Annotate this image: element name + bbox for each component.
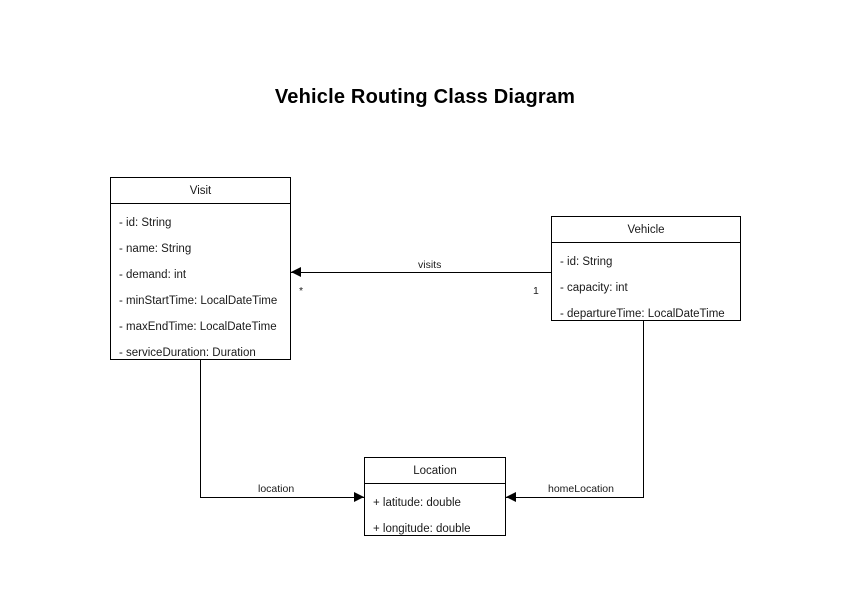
connector-homelocation-vertical [643,321,644,498]
attribute-row: - serviceDuration: Duration [119,347,256,359]
connector-visits-line [291,272,551,273]
connector-location-vertical [200,360,201,498]
attribute-row: - capacity: int [560,282,628,294]
attribute-row: - id: String [119,217,172,229]
page-title: Vehicle Routing Class Diagram [274,86,576,108]
class-attributes-visit: - id: String - name: String - demand: in… [111,204,290,372]
class-attributes-vehicle: - id: String - capacity: int - departure… [552,243,740,333]
connector-homelocation-horizontal [506,497,644,498]
attribute-row: - maxEndTime: LocalDateTime [119,321,277,333]
multiplicity-visits-target: * [299,285,304,297]
arrowhead-homelocation-icon [506,492,516,502]
class-box-location[interactable]: Location + latitude: double + longitude:… [364,457,506,536]
attribute-row: - name: String [119,243,192,255]
attribute-row: - id: String [560,256,613,268]
attribute-row: - departureTime: LocalDateTime [560,308,725,320]
attribute-row: + longitude: double [373,523,471,535]
edge-label-homelocation: homeLocation [544,483,618,495]
class-name-vehicle: Vehicle [552,217,740,243]
class-name-visit: Visit [111,178,290,204]
class-name-location: Location [365,458,505,484]
edge-label-visits: visits [414,259,446,271]
arrowhead-location-icon [354,492,364,502]
attribute-row: - minStartTime: LocalDateTime [119,295,278,307]
class-box-visit[interactable]: Visit - id: String - name: String - dema… [110,177,291,360]
arrowhead-visits-icon [291,267,301,277]
edge-label-location: location [254,483,299,495]
attribute-row: + latitude: double [373,497,461,509]
connector-location-horizontal [200,497,364,498]
attribute-row: - demand: int [119,269,187,281]
class-attributes-location: + latitude: double + longitude: double [365,484,505,548]
multiplicity-visits-source: 1 [533,285,539,297]
class-box-vehicle[interactable]: Vehicle - id: String - capacity: int - d… [551,216,741,321]
